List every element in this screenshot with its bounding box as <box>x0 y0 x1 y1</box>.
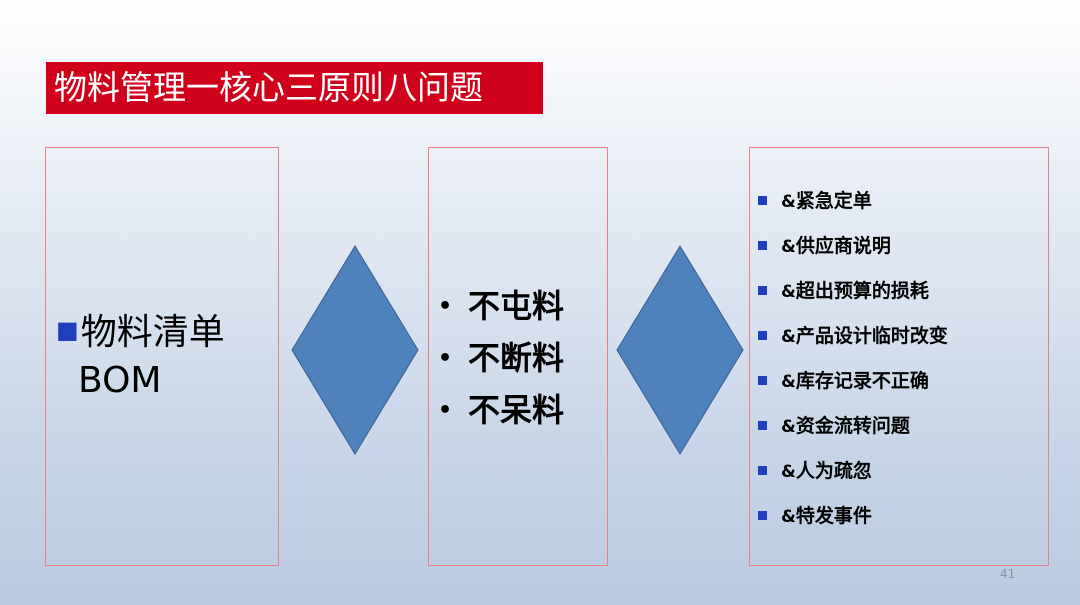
square-bullet-icon <box>758 241 767 250</box>
list-item: •不屯料 <box>438 287 565 325</box>
curl-glyph-icon: & <box>781 327 796 347</box>
square-bullet-icon <box>758 286 767 295</box>
square-bullet-icon <box>758 376 767 385</box>
bom-box <box>45 147 279 566</box>
problems-list: &紧急定单 &供应商说明 &超出预算的损耗 &产品设计临时改变 &库存记录不正确… <box>758 183 948 543</box>
square-bullet-icon <box>758 421 767 430</box>
list-item: •不断料 <box>438 339 565 377</box>
list-item: &超出预算的损耗 <box>758 273 948 318</box>
bullet-dot-icon: • <box>438 346 453 371</box>
square-bullet-icon <box>758 511 767 520</box>
page-number: 41 <box>1000 567 1016 581</box>
square-bullet-icon: ■ <box>56 316 79 344</box>
curl-glyph-icon: & <box>781 462 796 482</box>
bullet-dot-icon: • <box>438 294 453 319</box>
bom-line2: BOM <box>78 360 162 401</box>
diamond-shape-2 <box>616 245 744 455</box>
curl-glyph-icon: & <box>781 237 796 257</box>
list-item: &供应商说明 <box>758 228 948 273</box>
principles-box <box>428 147 608 566</box>
bom-line1: 物料清单 <box>80 312 225 353</box>
list-item: &库存记录不正确 <box>758 363 948 408</box>
square-bullet-icon <box>758 466 767 475</box>
square-bullet-icon <box>758 331 767 340</box>
list-item: &人为疏忽 <box>758 453 948 498</box>
list-item: &产品设计临时改变 <box>758 318 948 363</box>
bom-label: ■物料清单 BOM <box>56 306 225 405</box>
problems-box <box>749 147 1049 566</box>
list-item: •不呆料 <box>438 391 565 429</box>
square-bullet-icon <box>758 196 767 205</box>
diamond-shape-1 <box>291 245 419 455</box>
curl-glyph-icon: & <box>781 282 796 302</box>
curl-glyph-icon: & <box>781 507 796 527</box>
slide-title: 物料管理一核心三原则八问题 <box>46 62 543 114</box>
principles-list: •不屯料 •不断料 •不呆料 <box>438 286 564 442</box>
bullet-dot-icon: • <box>438 398 453 423</box>
list-item: &特发事件 <box>758 498 948 543</box>
curl-glyph-icon: & <box>781 417 796 437</box>
list-item: &紧急定单 <box>758 183 948 228</box>
curl-glyph-icon: & <box>781 192 796 212</box>
curl-glyph-icon: & <box>781 372 796 392</box>
list-item: &资金流转问题 <box>758 408 948 453</box>
